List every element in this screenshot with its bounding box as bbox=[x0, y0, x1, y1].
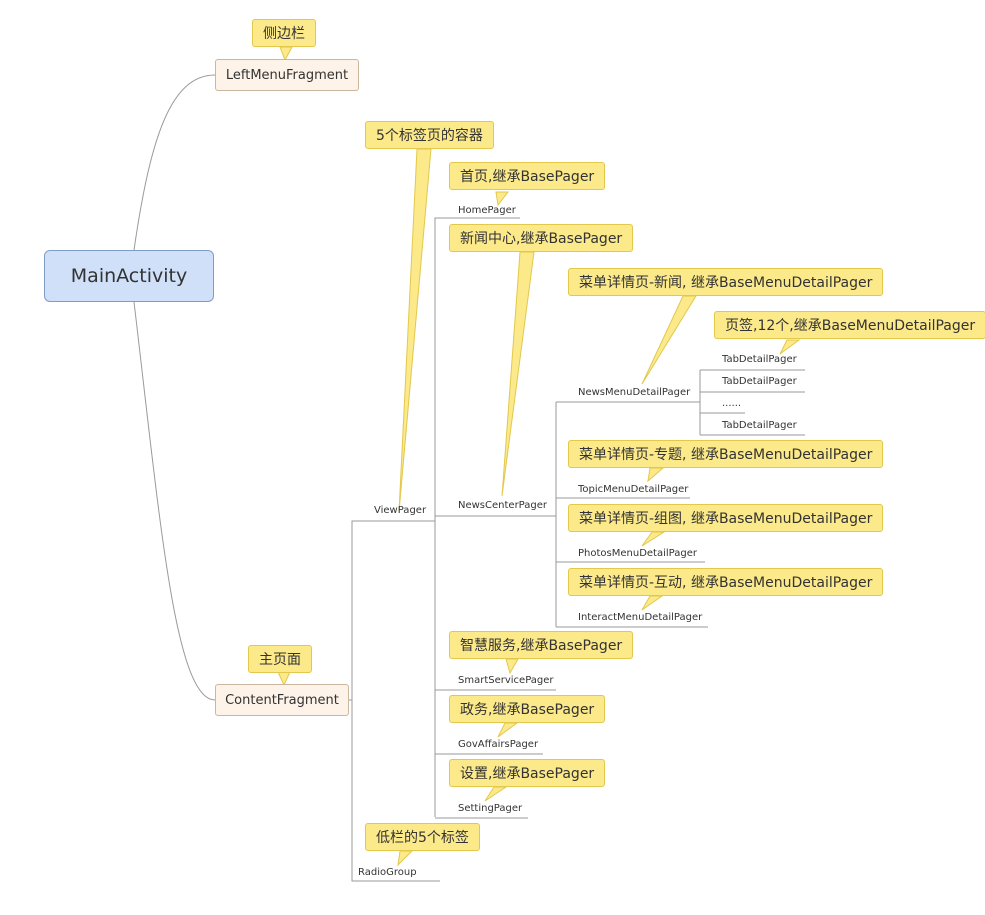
tabs-bracket-line bbox=[695, 370, 701, 435]
note-pointer-radiogroup bbox=[397, 850, 414, 867]
note-pointer-newscenter bbox=[501, 251, 535, 497]
topic-menu-detail-pager-node[interactable]: TopicMenuDetailPager bbox=[578, 484, 689, 495]
smart-service-pager-node[interactable]: SmartServicePager bbox=[458, 675, 554, 686]
note-pointer-leftmenu bbox=[279, 46, 293, 62]
viewpager-node[interactable]: ViewPager bbox=[374, 505, 427, 516]
note-radio-group: 低栏的5个标签 bbox=[365, 823, 480, 851]
note-pointer-photos bbox=[641, 531, 666, 547]
tab-ellipsis-node[interactable]: ...... bbox=[722, 398, 742, 409]
root-to-leftmenu-curve bbox=[133, 74, 216, 251]
content-to-radiogroup-line bbox=[351, 700, 440, 882]
pager-underline-home bbox=[434, 217, 520, 225]
newscenter-bracket-line bbox=[548, 402, 557, 627]
tab-detail-pager-node[interactable]: TabDetailPager bbox=[722, 420, 797, 431]
interact-menu-detail-pager-node[interactable]: InteractMenuDetailPager bbox=[578, 612, 703, 623]
note-view-pager: 5个标签页的容器 bbox=[365, 121, 494, 149]
note-pointer-topic bbox=[647, 467, 665, 483]
tab-detail-pager-node[interactable]: TabDetailPager bbox=[722, 376, 797, 387]
tab-detail-pager-node[interactable]: TabDetailPager bbox=[722, 354, 797, 365]
note-interact-menu: 菜单详情页-互动, 继承BaseMenuDetailPager bbox=[568, 568, 884, 596]
note-content: 主页面 bbox=[248, 645, 312, 673]
note-smart-service: 智慧服务,继承BasePager bbox=[449, 631, 634, 659]
content-to-viewpager-line bbox=[349, 520, 432, 701]
root-to-content-curve bbox=[133, 301, 216, 701]
note-pointer-viewpager bbox=[398, 148, 432, 513]
left-menu-fragment-node[interactable]: LeftMenuFragment bbox=[215, 59, 359, 91]
note-pointer-interact bbox=[641, 595, 664, 611]
note-left-menu: 侧边栏 bbox=[252, 19, 316, 47]
news-menu-detail-pager-node[interactable]: NewsMenuDetailPager bbox=[578, 387, 691, 398]
note-gov-affairs: 政务,继承BasePager bbox=[449, 695, 606, 723]
note-pointer-setting bbox=[484, 786, 508, 802]
note-news-center: 新闻中心,继承BasePager bbox=[449, 224, 634, 252]
note-pointer-newsmenu bbox=[641, 295, 697, 385]
gov-affairs-pager-node[interactable]: GovAffairsPager bbox=[458, 739, 539, 750]
note-pointer-smartservice bbox=[505, 658, 519, 675]
note-pointer-tabs bbox=[779, 339, 801, 355]
home-pager-node[interactable]: HomePager bbox=[458, 205, 516, 216]
main-activity-node[interactable]: MainActivity bbox=[44, 250, 214, 302]
news-center-pager-node[interactable]: NewsCenterPager bbox=[458, 500, 547, 511]
viewpager-bracket-line bbox=[432, 225, 436, 817]
note-tabs: 页签,12个,继承BaseMenuDetailPager bbox=[714, 311, 985, 339]
note-topic-menu: 菜单详情页-专题, 继承BaseMenuDetailPager bbox=[568, 440, 884, 468]
note-home: 首页,继承BasePager bbox=[449, 162, 606, 190]
photos-menu-detail-pager-node[interactable]: PhotosMenuDetailPager bbox=[578, 548, 697, 559]
setting-pager-node[interactable]: SettingPager bbox=[458, 803, 523, 814]
radiogroup-node[interactable]: RadioGroup bbox=[358, 867, 417, 878]
note-pointer-govaffairs bbox=[497, 722, 519, 738]
note-setting: 设置,继承BasePager bbox=[449, 759, 606, 787]
content-fragment-node[interactable]: ContentFragment bbox=[215, 684, 349, 716]
note-pointer-home bbox=[495, 191, 510, 207]
note-news-menu: 菜单详情页-新闻, 继承BaseMenuDetailPager bbox=[568, 268, 884, 296]
note-photos-menu: 菜单详情页-组图, 继承BaseMenuDetailPager bbox=[568, 504, 884, 532]
